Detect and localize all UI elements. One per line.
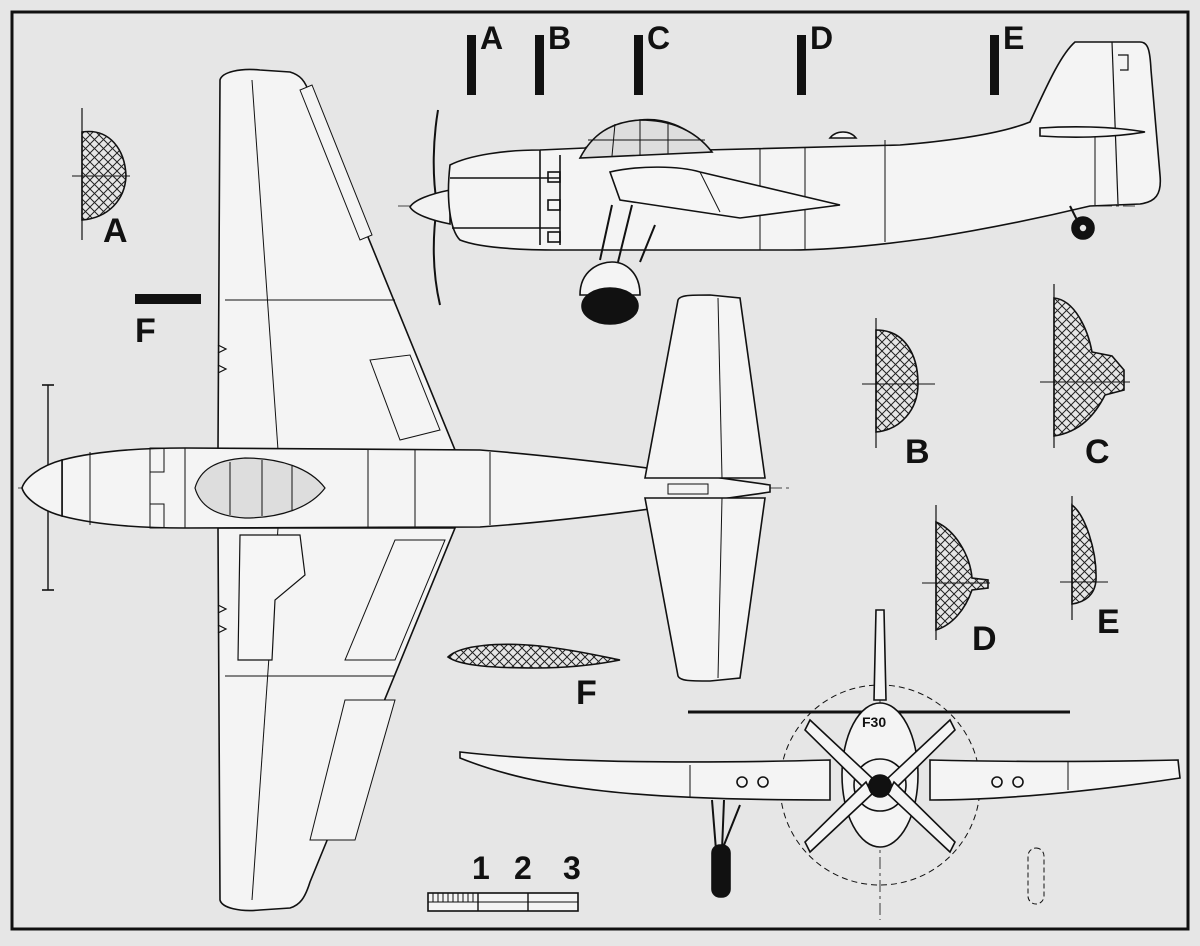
side-view-main-wheel-fairing — [579, 261, 641, 296]
section-c-shape — [1053, 297, 1125, 437]
gun-port — [217, 344, 228, 374]
scale-number-1: 1 — [472, 850, 490, 886]
side-view-stabilizer — [1039, 126, 1146, 138]
drawing-frame — [10, 10, 1190, 931]
section-f-marker-label: F — [135, 312, 156, 350]
section-marker-e-bar — [990, 35, 999, 95]
side-view-antenna — [828, 131, 858, 139]
side-view-exhaust — [547, 171, 561, 183]
front-view-spinner — [868, 774, 892, 798]
side-view-wing — [608, 166, 841, 219]
prop-blade — [887, 780, 956, 854]
front-view-left-wing — [459, 751, 831, 801]
plan-view-lower-stabilizer — [644, 497, 766, 682]
upper-flap — [369, 354, 441, 441]
section-a-shape — [81, 130, 127, 221]
section-d-shape — [935, 520, 989, 632]
rudder-trim-tab — [1118, 54, 1129, 71]
plan-view-upper-stabilizer — [644, 294, 766, 479]
airfoil-f-label: F — [576, 674, 597, 712]
tail-code-label: F30 — [862, 714, 886, 730]
front-view-wheel — [711, 844, 731, 898]
side-view-exhaust — [547, 231, 561, 243]
lower-flap — [344, 539, 446, 661]
plan-view — [18, 68, 790, 912]
side-view-rudder-line — [1111, 41, 1119, 205]
gun-port — [217, 604, 228, 634]
side-view-exhaust — [547, 199, 561, 211]
section-markers — [135, 35, 999, 304]
section-marker-d-label: D — [810, 20, 834, 56]
section-f-airfoil — [446, 643, 621, 669]
plan-exhaust — [149, 447, 165, 473]
section-marker-c-bar — [634, 35, 643, 95]
scale-subdivisions — [432, 893, 474, 902]
section-marker-d-bar — [797, 35, 806, 95]
front-view-fin — [873, 609, 887, 701]
gun-port — [991, 776, 1003, 788]
section-e-label: E — [1097, 603, 1120, 641]
section-marker-a-bar — [467, 35, 476, 95]
landing-gear-bay — [237, 534, 306, 661]
wing-spar-line — [251, 79, 279, 451]
tail-hook-fairing — [667, 483, 709, 495]
plan-exhaust — [149, 503, 165, 529]
section-e-shape — [1071, 503, 1097, 605]
section-marker-c-label: C — [647, 20, 671, 56]
scale-number-2: 2 — [514, 850, 532, 886]
front-view-right-wing — [929, 759, 1181, 801]
section-d-label: D — [972, 620, 997, 658]
scale-number-3: 3 — [563, 850, 581, 886]
side-view-main-gear-strut — [599, 204, 656, 263]
cross-sections — [72, 108, 1130, 669]
gun-port — [736, 776, 748, 788]
tail-wheel-outline — [1027, 847, 1045, 905]
section-marker-b-label: B — [548, 20, 572, 56]
side-view-spinner — [409, 189, 451, 225]
scale-bar — [427, 892, 579, 912]
tail-wheel-hub — [1078, 223, 1088, 233]
section-marker-f-bar — [135, 294, 201, 304]
elevator-line — [717, 497, 723, 679]
section-b-shape — [875, 329, 919, 433]
prop-blade — [804, 780, 873, 854]
gun-port — [757, 776, 769, 788]
upper-aileron — [299, 84, 373, 241]
section-c-label: C — [1085, 433, 1110, 471]
front-view — [459, 609, 1181, 920]
wing-fold-line — [699, 171, 721, 213]
section-marker-a-label: A — [480, 20, 504, 56]
side-view — [398, 41, 1162, 325]
lower-aileron — [309, 699, 396, 841]
section-a-label: A — [103, 212, 128, 250]
side-view-main-wheel — [581, 287, 639, 325]
section-marker-e-label: E — [1003, 20, 1025, 56]
gun-port — [1012, 776, 1024, 788]
elevator-line — [717, 297, 723, 479]
section-b-label: B — [905, 433, 930, 471]
section-marker-b-bar — [535, 35, 544, 95]
plan-view-spinner — [21, 458, 63, 518]
